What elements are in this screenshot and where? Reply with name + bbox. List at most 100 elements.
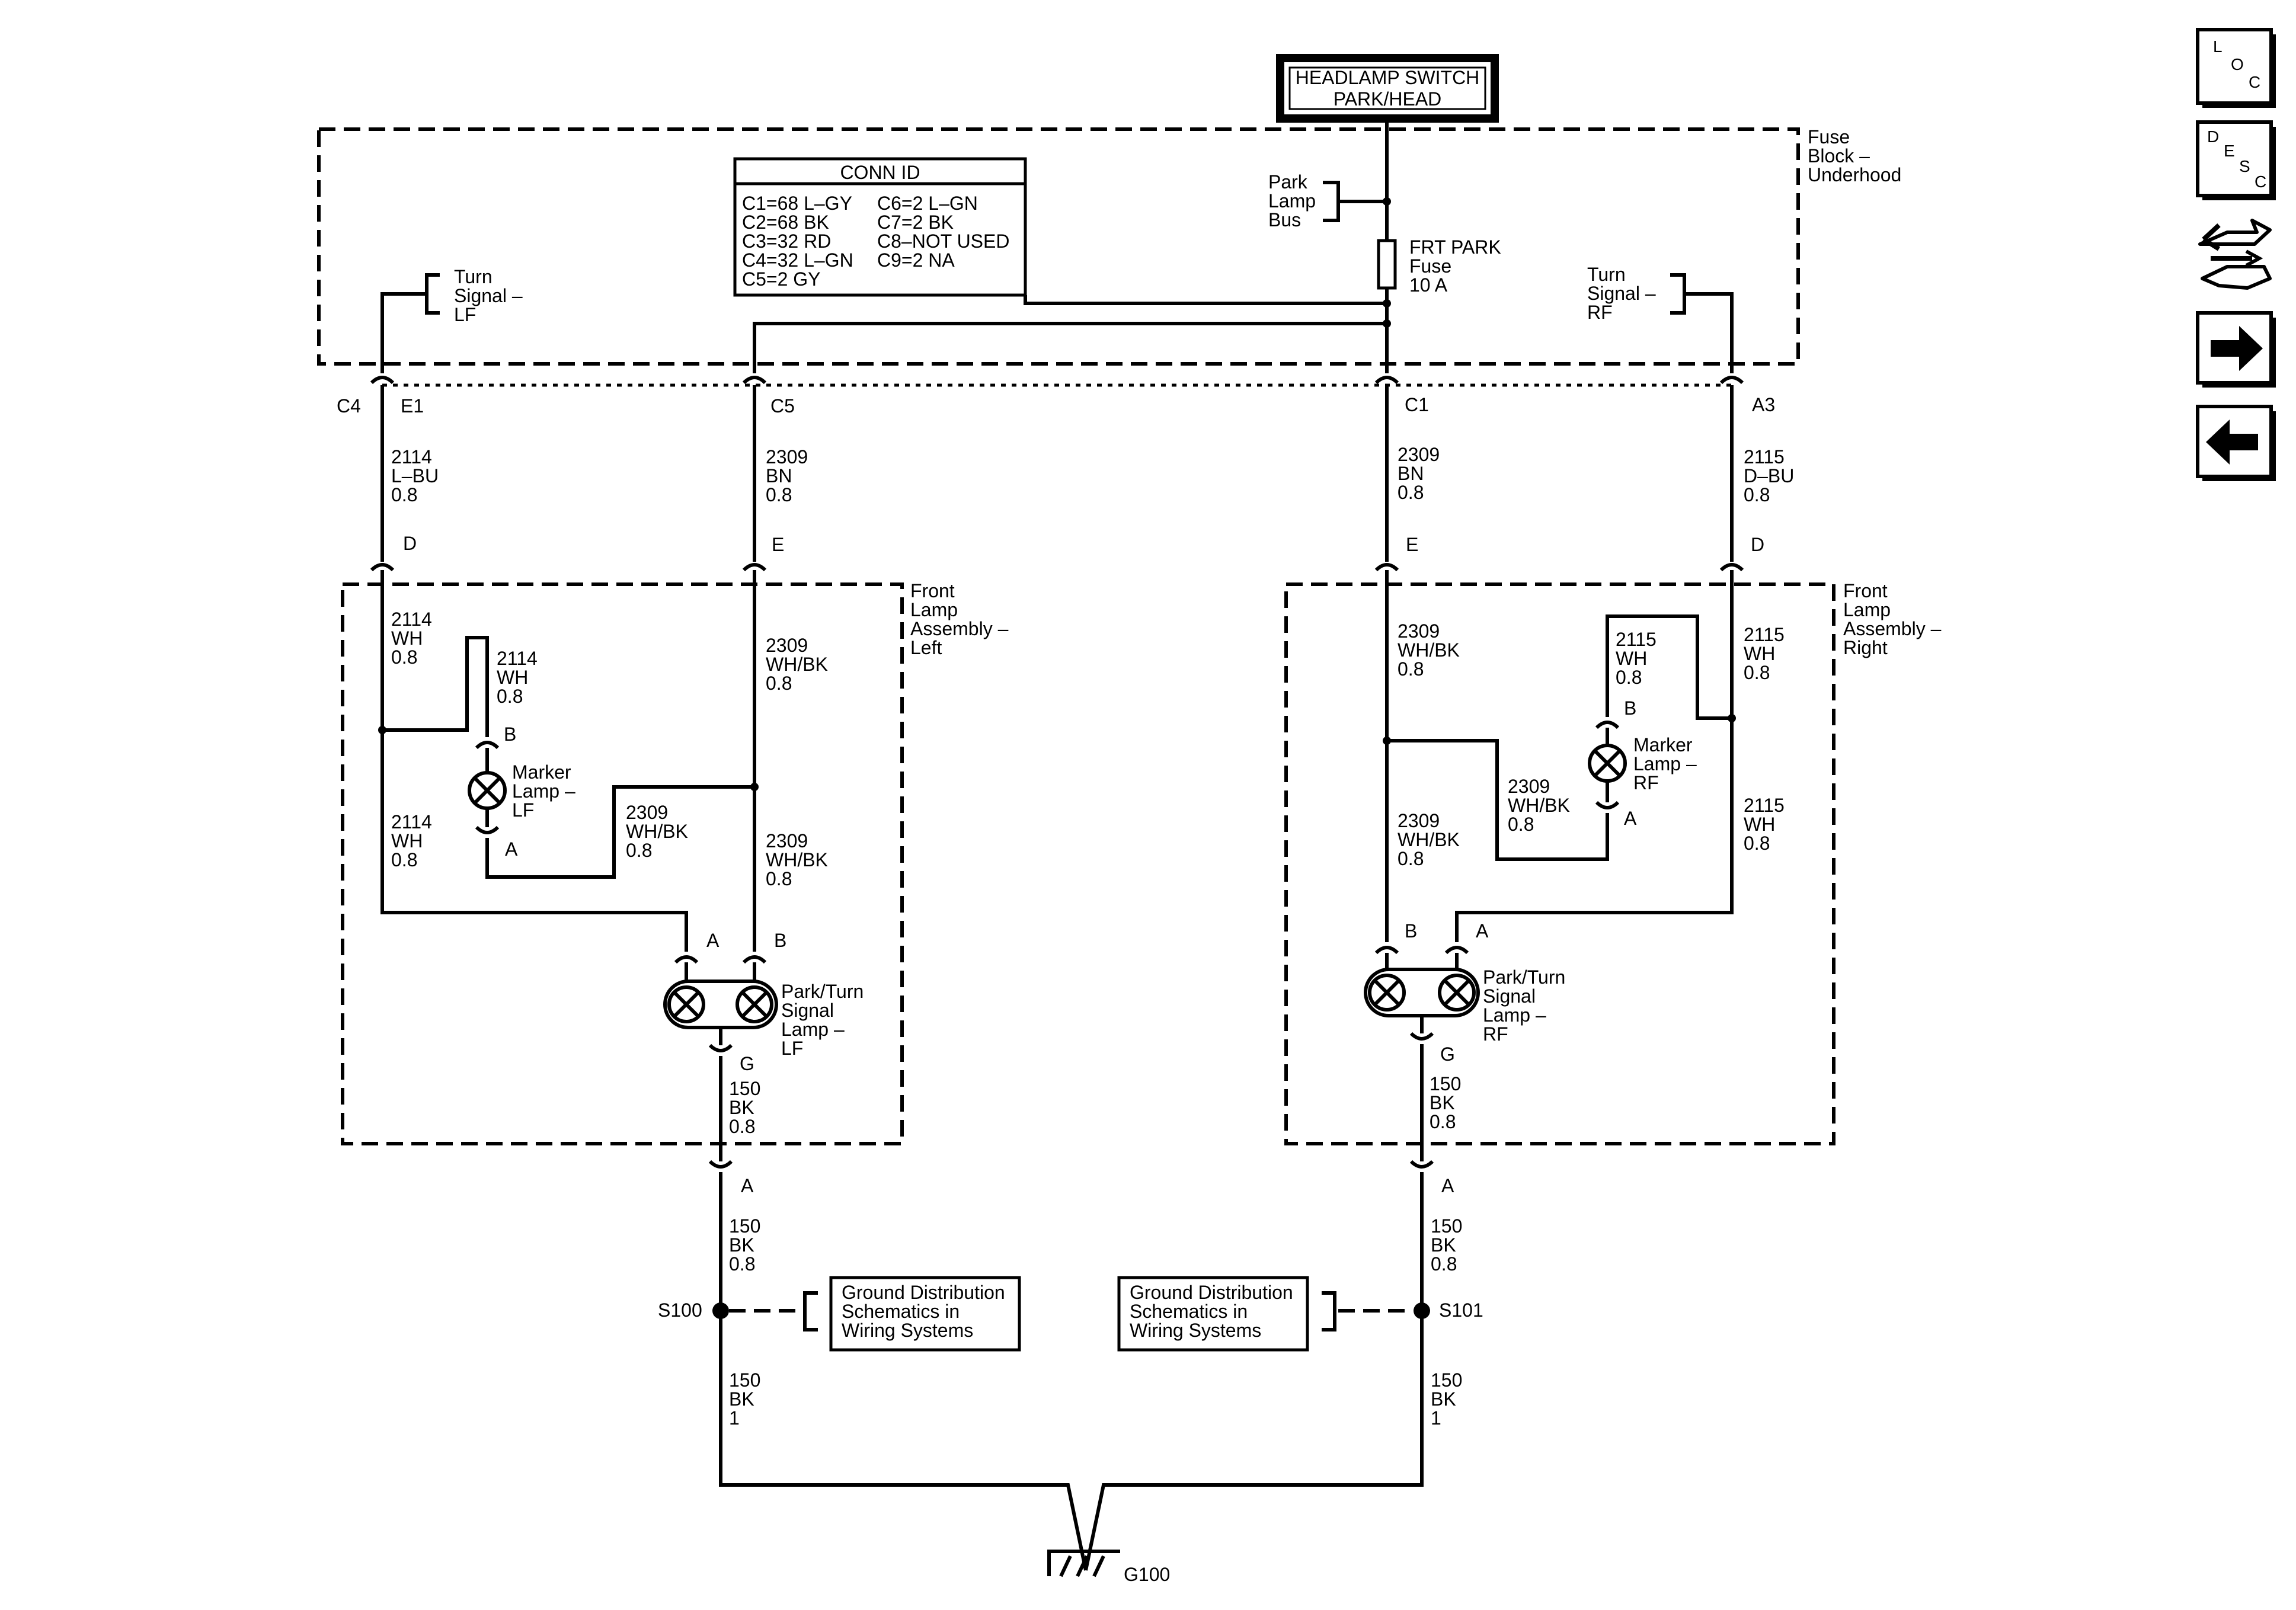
svg-text:Schematics in: Schematics in (1130, 1301, 1248, 1322)
wire-label-150-bk-rf: 150 BK 0.8 (1430, 1073, 1461, 1132)
connector-label-a-marker-rf: A (1624, 808, 1637, 829)
connector-g-rf (1409, 1032, 1434, 1041)
connector-c4-e1 (370, 376, 395, 385)
splice-label-s100: S100 (658, 1299, 702, 1321)
front-lamp-assembly-left-border (341, 582, 904, 1145)
connector-label-c5: C5 (770, 395, 795, 417)
svg-text:0.8: 0.8 (1744, 662, 1770, 683)
svg-text:Lamp: Lamp (1268, 190, 1316, 212)
svg-text:Lamp: Lamp (910, 599, 958, 620)
svg-text:BN: BN (1398, 463, 1424, 484)
svg-text:2309: 2309 (1398, 444, 1440, 465)
connector-label-a-rf-out: A (1441, 1175, 1454, 1196)
connector-d-right (1719, 563, 1744, 572)
fuse-block-label: Fuse Block – Underhood (1808, 126, 1901, 185)
headlamp-switch-box: HEADLAMP SWITCH PARK/HEAD (1276, 54, 1499, 123)
wire-label-150-bk-r-mid: 150 BK 0.8 (1431, 1215, 1462, 1275)
wire-label-2309-whbk-l1: 2309 WH/BK 0.8 (766, 635, 828, 694)
connector-label-e1: E1 (401, 395, 424, 417)
connector-a-rf-out (1409, 1160, 1434, 1169)
splice-label-s101: S101 (1439, 1299, 1483, 1321)
connector-end-view-icon[interactable] (2198, 219, 2272, 290)
ground-distribution-right-box: Ground Distribution Schematics in Wiring… (1117, 1276, 1309, 1352)
conn-id-table: CONN ID C1=68 L–GY C2=68 BK C3=32 RD C4=… (733, 157, 1027, 297)
wire-2115-wh-marker (1606, 614, 1732, 720)
svg-text:BK: BK (729, 1097, 754, 1118)
svg-text:Underhood: Underhood (1808, 164, 1901, 185)
svg-text:S: S (2239, 157, 2250, 175)
svg-text:WH: WH (497, 667, 528, 688)
park-turn-lamp-rf-label: Park/Turn Signal Lamp – RF (1483, 966, 1565, 1045)
connector-a-marker-rf (1595, 801, 1620, 809)
conn-id-wire (1024, 295, 1387, 305)
svg-text:Left: Left (910, 637, 942, 658)
connector-label-g-rf: G (1440, 1044, 1455, 1065)
next-arrow-button[interactable] (2196, 311, 2276, 388)
svg-text:0.8: 0.8 (729, 1116, 755, 1137)
svg-text:2309: 2309 (766, 635, 808, 656)
wire-150-bk-left-ground (719, 1172, 1088, 1571)
svg-text:Lamp –: Lamp – (781, 1019, 845, 1040)
connector-label-a-park-lf: A (706, 930, 720, 951)
svg-text:2114: 2114 (391, 609, 432, 630)
connector-label-e-right: E (1406, 534, 1418, 555)
connector-e-right (1374, 563, 1399, 572)
svg-text:0.8: 0.8 (1431, 1253, 1457, 1275)
turn-signal-lf-ref: Turn Signal – LF (425, 266, 523, 325)
front-lamp-assembly-left-label: Front Lamp Assembly – Left (910, 580, 1009, 658)
ground-g100-symbol (1047, 1550, 1120, 1577)
connector-label-c1: C1 (1405, 394, 1429, 415)
connector-b-marker-lf (475, 741, 500, 750)
front-lamp-assembly-right-border (1284, 582, 1835, 1145)
wire-label-150-bk-l-bot: 150 BK 1 (729, 1369, 760, 1429)
connector-a-lf-out (708, 1160, 733, 1169)
connector-b-park-lf (742, 955, 767, 964)
svg-text:0.8: 0.8 (626, 840, 652, 861)
wire-label-2114-lbu: 2114 L–BU 0.8 (391, 446, 439, 505)
svg-text:0.8: 0.8 (1744, 484, 1770, 505)
svg-text:WH: WH (391, 628, 423, 649)
svg-text:Wiring Systems: Wiring Systems (842, 1320, 973, 1341)
svg-text:Turn: Turn (454, 266, 493, 287)
svg-text:D–BU: D–BU (1744, 465, 1794, 486)
svg-text:1: 1 (1431, 1407, 1441, 1429)
connector-a-marker-lf (475, 825, 500, 834)
connector-e-left (742, 563, 767, 572)
turn-lf-wire (380, 292, 427, 373)
desc-button[interactable]: D E S C (2196, 120, 2276, 200)
svg-text:Turn: Turn (1587, 264, 1626, 285)
conn-id-left-1: C2=68 BK (742, 212, 829, 233)
connector-label-b-park-lf: B (774, 930, 786, 951)
connector-label-d-left: D (403, 533, 417, 554)
wire-label-150-bk-r-bot: 150 BK 1 (1431, 1369, 1462, 1429)
loc-button[interactable]: L O C (2196, 28, 2276, 108)
svg-text:RF: RF (1587, 302, 1613, 323)
c5-feed-wire (753, 322, 1387, 373)
wire-150-bk-right-ground (1084, 1172, 1424, 1571)
wire-label-2114-wh-3: 2114 WH 0.8 (391, 811, 432, 870)
svg-text:Front: Front (910, 580, 955, 601)
svg-text:BK: BK (1430, 1092, 1455, 1113)
wire-label-2114-wh-1: 2114 WH 0.8 (391, 609, 432, 668)
wire-label-2309-whbk-r2: 2309 WH/BK 0.8 (1508, 776, 1570, 835)
turn-rf-wire (1684, 292, 1734, 373)
wire-2115-wh-main (1455, 570, 1734, 942)
svg-text:0.8: 0.8 (391, 646, 417, 668)
park-lamp-bus: Park Lamp Bus (1268, 171, 1387, 231)
splice-s100 (712, 1302, 729, 1319)
svg-text:WH/BK: WH/BK (1398, 639, 1460, 661)
svg-text:Park: Park (1268, 171, 1308, 193)
back-arrow-button[interactable] (2196, 405, 2276, 481)
svg-text:2309: 2309 (1398, 620, 1440, 642)
svg-text:0.8: 0.8 (1508, 814, 1534, 835)
svg-text:Lamp: Lamp (1843, 599, 1891, 620)
svg-text:RF: RF (1483, 1023, 1508, 1045)
svg-text:0.8: 0.8 (1744, 833, 1770, 854)
connector-label-e-left: E (772, 534, 784, 555)
svg-text:0.8: 0.8 (1430, 1111, 1456, 1132)
wire-label-150-bk-l-mid: 150 BK 0.8 (729, 1215, 760, 1275)
headlamp-switch-label-2: PARK/HEAD (1334, 88, 1442, 110)
svg-text:2309: 2309 (766, 446, 808, 468)
svg-text:WH/BK: WH/BK (766, 849, 828, 870)
svg-text:2309: 2309 (1508, 776, 1550, 797)
